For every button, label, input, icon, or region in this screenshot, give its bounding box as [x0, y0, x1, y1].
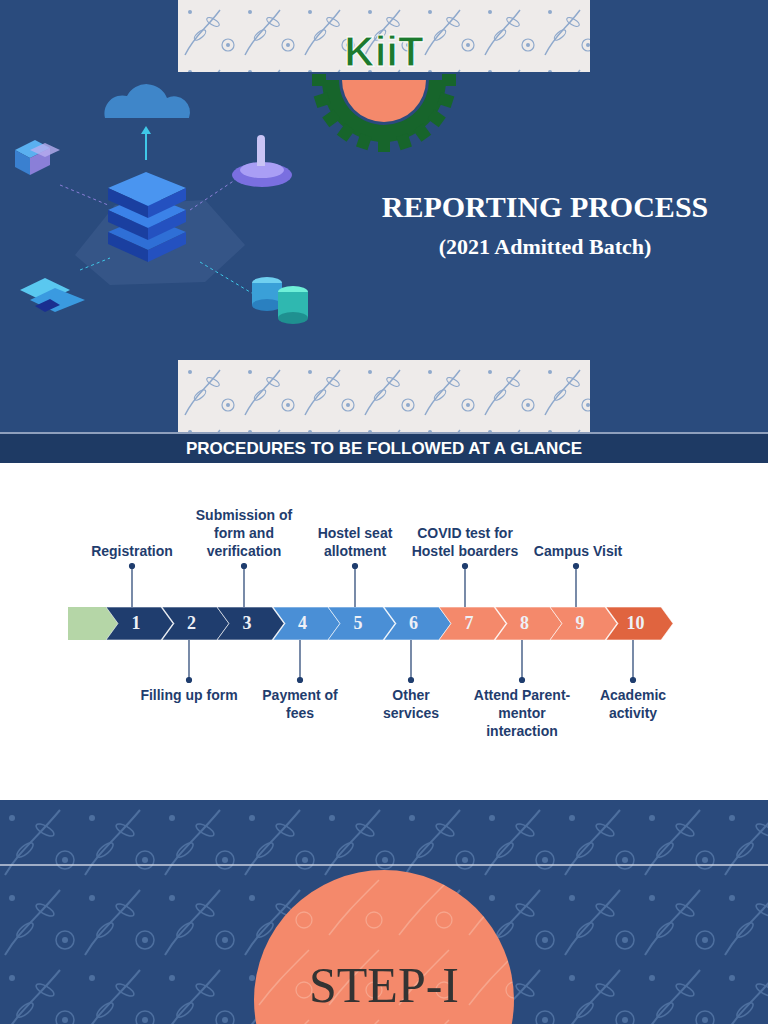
heading-band: PROCEDURES TO BE FOLLOWED AT A GLANCE — [0, 434, 768, 463]
server-illustration — [15, 84, 308, 324]
step-label: Campus Visit — [528, 542, 628, 560]
chevron-fill — [273, 607, 340, 640]
step-chevron: 7 — [439, 607, 506, 640]
step-number: 8 — [495, 607, 551, 640]
university-logo — [312, 74, 456, 152]
step-circle: STEP-I — [254, 870, 514, 1024]
divider-line — [0, 864, 768, 866]
step-label: Filling up form — [124, 686, 254, 704]
step-number: 9 — [550, 607, 606, 640]
subtitle: (2021 Admitted Batch) — [365, 234, 725, 260]
step-chevron: 2 — [162, 607, 229, 640]
step-chevron: 9 — [550, 607, 617, 640]
step-label: Other services — [373, 686, 449, 722]
gear-tooth — [314, 92, 331, 108]
step-number: 1 — [106, 607, 162, 640]
step-chevron: 8 — [495, 607, 562, 640]
gear-tooth — [378, 138, 390, 152]
circle-fill — [254, 870, 514, 1024]
gear-tooth — [322, 109, 340, 127]
step-chevron: 3 — [217, 607, 284, 640]
step-label: COVID test for Hostel boarders — [411, 524, 519, 560]
step-chevron: 4 — [273, 607, 340, 640]
chevron-fill — [439, 607, 506, 640]
step-label: Academic activity — [589, 686, 677, 722]
gear-tooth — [442, 74, 456, 86]
step-label: Payment of fees — [254, 686, 346, 722]
band-heading: PROCEDURES TO BE FOLLOWED AT A GLANCE — [0, 434, 768, 463]
step-label: Submission of form and verification — [189, 506, 299, 560]
step-chevron: 1 — [106, 607, 173, 640]
chevron-fill — [550, 607, 617, 640]
chevron-fill — [217, 607, 284, 640]
step-number: 4 — [273, 607, 329, 640]
chevron-fill — [495, 607, 562, 640]
step-label: Attend Parent-mentor interaction — [466, 686, 578, 740]
step-number: 6 — [384, 607, 440, 640]
gear-tooth — [427, 109, 445, 127]
gear-tooth — [437, 92, 454, 108]
step-chevron: 5 — [328, 607, 395, 640]
page-title: REPORTING PROCESS — [335, 190, 755, 224]
step-label: Registration — [77, 542, 187, 560]
gear-tooth — [356, 133, 372, 150]
chevron-fill — [384, 607, 451, 640]
step-chevron: 10 — [606, 607, 673, 640]
step-number: 2 — [162, 607, 218, 640]
step-chevron: 6 — [384, 607, 451, 640]
step-title: STEP-I — [254, 870, 514, 1014]
gear-tooth — [312, 74, 326, 86]
header-ground — [0, 0, 768, 432]
gear-tooth — [337, 123, 355, 141]
chevron-fill — [162, 607, 229, 640]
floral-panel — [178, 360, 590, 432]
chevron-fill — [328, 607, 395, 640]
gear-tooth — [396, 133, 412, 150]
step-label: Hostel seat allotment — [307, 524, 403, 560]
logo-text: KiiT — [304, 30, 464, 74]
step-number: 3 — [217, 607, 273, 640]
gear-tooth — [413, 123, 431, 141]
step-number: 10 — [606, 607, 662, 640]
chevron-fill — [106, 607, 173, 640]
chevron-fill — [606, 607, 673, 640]
leader-lines — [130, 564, 636, 683]
step-number: 7 — [439, 607, 495, 640]
step-number: 5 — [328, 607, 384, 640]
